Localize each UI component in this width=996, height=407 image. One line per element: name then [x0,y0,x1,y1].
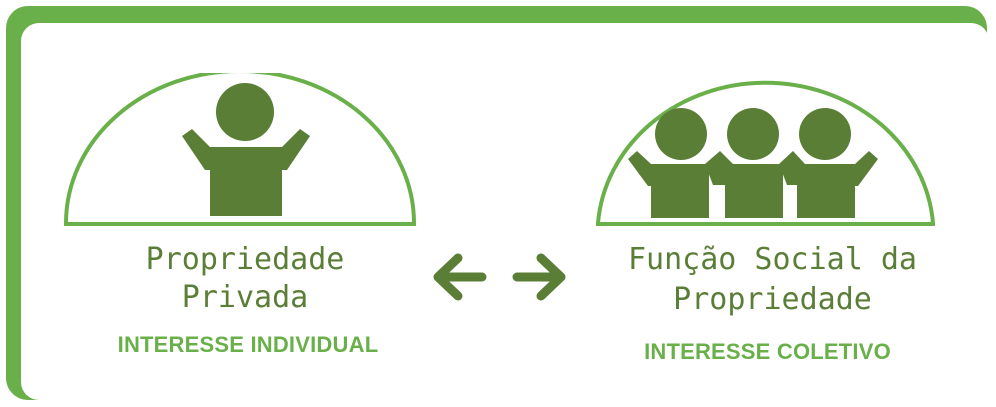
person-body [210,147,282,216]
arrow-right-icon [512,253,566,301]
left-subtitle: INTERESSE INDIVIDUAL [117,332,379,357]
person-head [216,83,274,141]
single-person-icon [64,73,416,226]
right-title-line1: Função Social da [628,242,917,277]
right-subtitle: INTERESSE COLETIVO [644,339,891,364]
right-title-line2: Propriedade [673,282,872,317]
person1-head [655,108,707,160]
person2-body [725,164,783,218]
link-arm-2 [779,151,805,185]
person-right-arm [282,129,310,170]
person1-body [651,164,709,218]
arrows-group [433,253,566,301]
arrow-left-icon [433,253,487,301]
three-people-icon [596,80,935,226]
left-title-line1: Propriedade [145,242,345,277]
person3-body [797,164,855,218]
person2-head [727,108,779,160]
person1-outer-arm [628,151,651,186]
left-title-line2: Privada [181,280,309,315]
link-arm-1 [705,151,733,185]
person3-outer-arm [855,151,878,186]
right-dome-outline [596,80,935,224]
person-left-arm [182,129,210,170]
person3-head [799,108,851,160]
left-dome-outline [64,73,416,224]
